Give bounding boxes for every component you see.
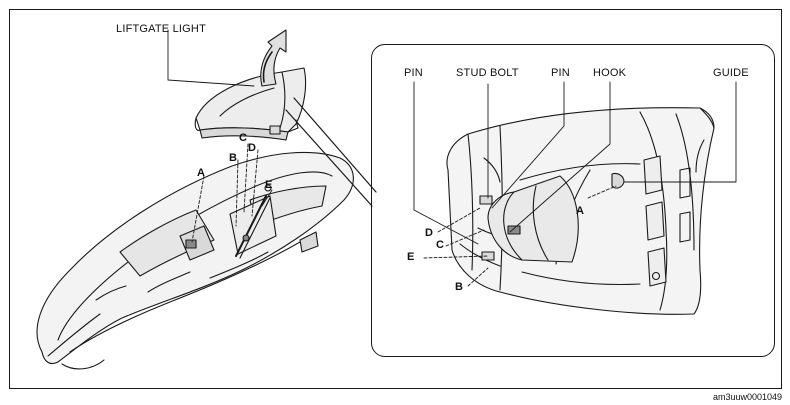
callout-c-left: C	[239, 132, 247, 144]
callout-a-right: A	[576, 205, 584, 217]
callout-e-right: E	[407, 251, 415, 263]
stud-bolt-label: STUD BOLT	[456, 67, 519, 79]
callout-a-left: A	[197, 167, 205, 179]
trim-panel-ribs	[643, 155, 691, 287]
pin-left-label: PIN	[404, 67, 423, 79]
pin-right-label: PIN	[551, 67, 570, 79]
diagram-frame	[9, 9, 782, 389]
liftgate-light-label: LIFTGATE LIGHT	[116, 23, 206, 35]
callout-b-right: B	[455, 281, 463, 293]
up-arrow-icon	[260, 29, 287, 87]
callout-d-left: D	[248, 142, 256, 154]
liftgate-trim-panel	[36, 151, 354, 370]
callout-e-left: E	[265, 179, 273, 191]
inset-connector-lines	[285, 97, 377, 207]
callout-d-right: D	[425, 227, 433, 239]
leader-lines-right	[413, 81, 737, 287]
document-id: am3uuw0001049	[712, 392, 782, 402]
callout-b-left: B	[229, 152, 237, 164]
leader-lines-left	[167, 29, 273, 243]
detail-inset-frame	[371, 44, 775, 357]
guide-label: GUIDE	[713, 67, 749, 79]
liftgate-light-lens	[194, 67, 307, 141]
lamp-lens-cone	[479, 172, 625, 263]
callout-c-right: C	[436, 239, 444, 251]
hook-label: HOOK	[593, 67, 627, 79]
